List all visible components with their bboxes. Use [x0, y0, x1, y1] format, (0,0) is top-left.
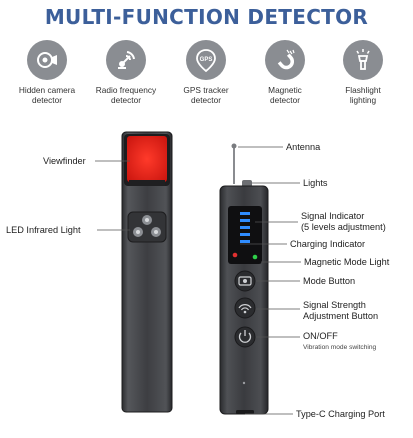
- charging-indicator-label: Charging Indicator: [290, 239, 366, 249]
- feature-label-line1: Magnetic: [268, 85, 302, 95]
- type-c-label: Type-C Charging Port: [296, 409, 385, 419]
- signal-indicator-sublabel: (5 levels adjustment): [301, 222, 386, 232]
- feature-label-line2: detector: [270, 95, 300, 105]
- mode-button-label: Mode Button: [303, 276, 356, 286]
- detector-back-view: [219, 143, 269, 415]
- feature-label-line2: detector: [191, 95, 221, 105]
- feature-gps-tracker: GPS GPS tracker detector: [166, 40, 246, 105]
- feature-label-line2: detector: [111, 95, 141, 105]
- feature-flashlight: Flashlight lighting: [323, 40, 403, 105]
- magnetic-mode-light-label: Magnetic Mode Light: [304, 257, 390, 267]
- status-dot: [242, 381, 246, 385]
- feature-radio-frequency: Radio frequency detector: [86, 40, 166, 105]
- feature-label-line1: GPS tracker: [183, 85, 229, 95]
- feature-label-line2: detector: [32, 95, 62, 105]
- feature-hidden-camera: Hidden camera detector: [7, 40, 87, 105]
- camera-icon: [27, 40, 67, 80]
- detector-front-view: [121, 131, 173, 413]
- type-c-port: [236, 410, 254, 414]
- gps-icon-text: GPS: [200, 57, 213, 63]
- page-title: MULTI-FUNCTION DETECTOR: [44, 5, 369, 29]
- led-infrared-light: [127, 211, 167, 243]
- gps-tracker-icon: GPS: [186, 40, 226, 80]
- magnet-icon: [265, 40, 305, 80]
- indicator-panel: [228, 206, 262, 264]
- feature-label-line1: Flashlight: [345, 85, 381, 95]
- power-button[interactable]: [234, 326, 256, 348]
- vibration-label: Vibration mode switching: [303, 344, 377, 351]
- feature-label-line1: Hidden camera: [18, 85, 76, 95]
- viewfinder: [124, 134, 170, 186]
- flashlight-icon: [343, 40, 383, 80]
- lights-label: Lights: [303, 178, 328, 188]
- signal-strength-label: Signal Strength: [303, 300, 366, 310]
- mode-button[interactable]: [234, 270, 256, 292]
- viewfinder-label: Viewfinder: [43, 156, 86, 166]
- feature-label-line2: lighting: [349, 95, 377, 105]
- signal-indicator-label: Signal Indicator: [301, 211, 365, 221]
- radio-frequency-icon: [106, 40, 146, 80]
- antenna-label: Antenna: [286, 142, 321, 152]
- feature-magnetic: Magnetic detector: [245, 40, 325, 105]
- feature-label-line1: Radio frequency: [95, 85, 157, 95]
- antenna: [231, 143, 237, 184]
- signal-strength-button[interactable]: [234, 297, 256, 319]
- on-off-label: ON/OFF: [303, 331, 338, 341]
- led-infrared-label: LED Infrared Light: [6, 225, 81, 235]
- signal-strength-sublabel: Adjustment Button: [303, 311, 379, 321]
